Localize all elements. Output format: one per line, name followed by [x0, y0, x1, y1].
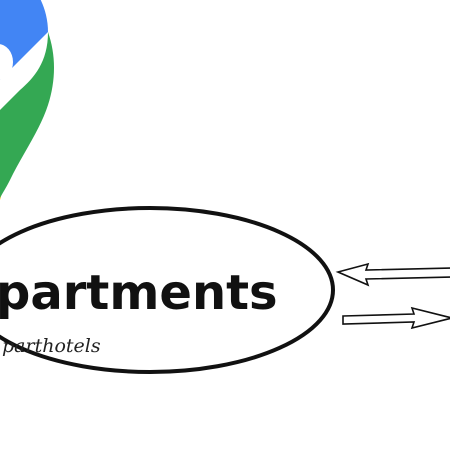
arrow-right-icon [342, 306, 450, 330]
logo-main-text: partments [0, 265, 278, 321]
arrow-left-icon [335, 262, 450, 287]
logo-sub-text: parthotels [2, 335, 101, 357]
logo-ellipse-outline [0, 206, 335, 374]
map-pin-icon [0, 0, 54, 200]
